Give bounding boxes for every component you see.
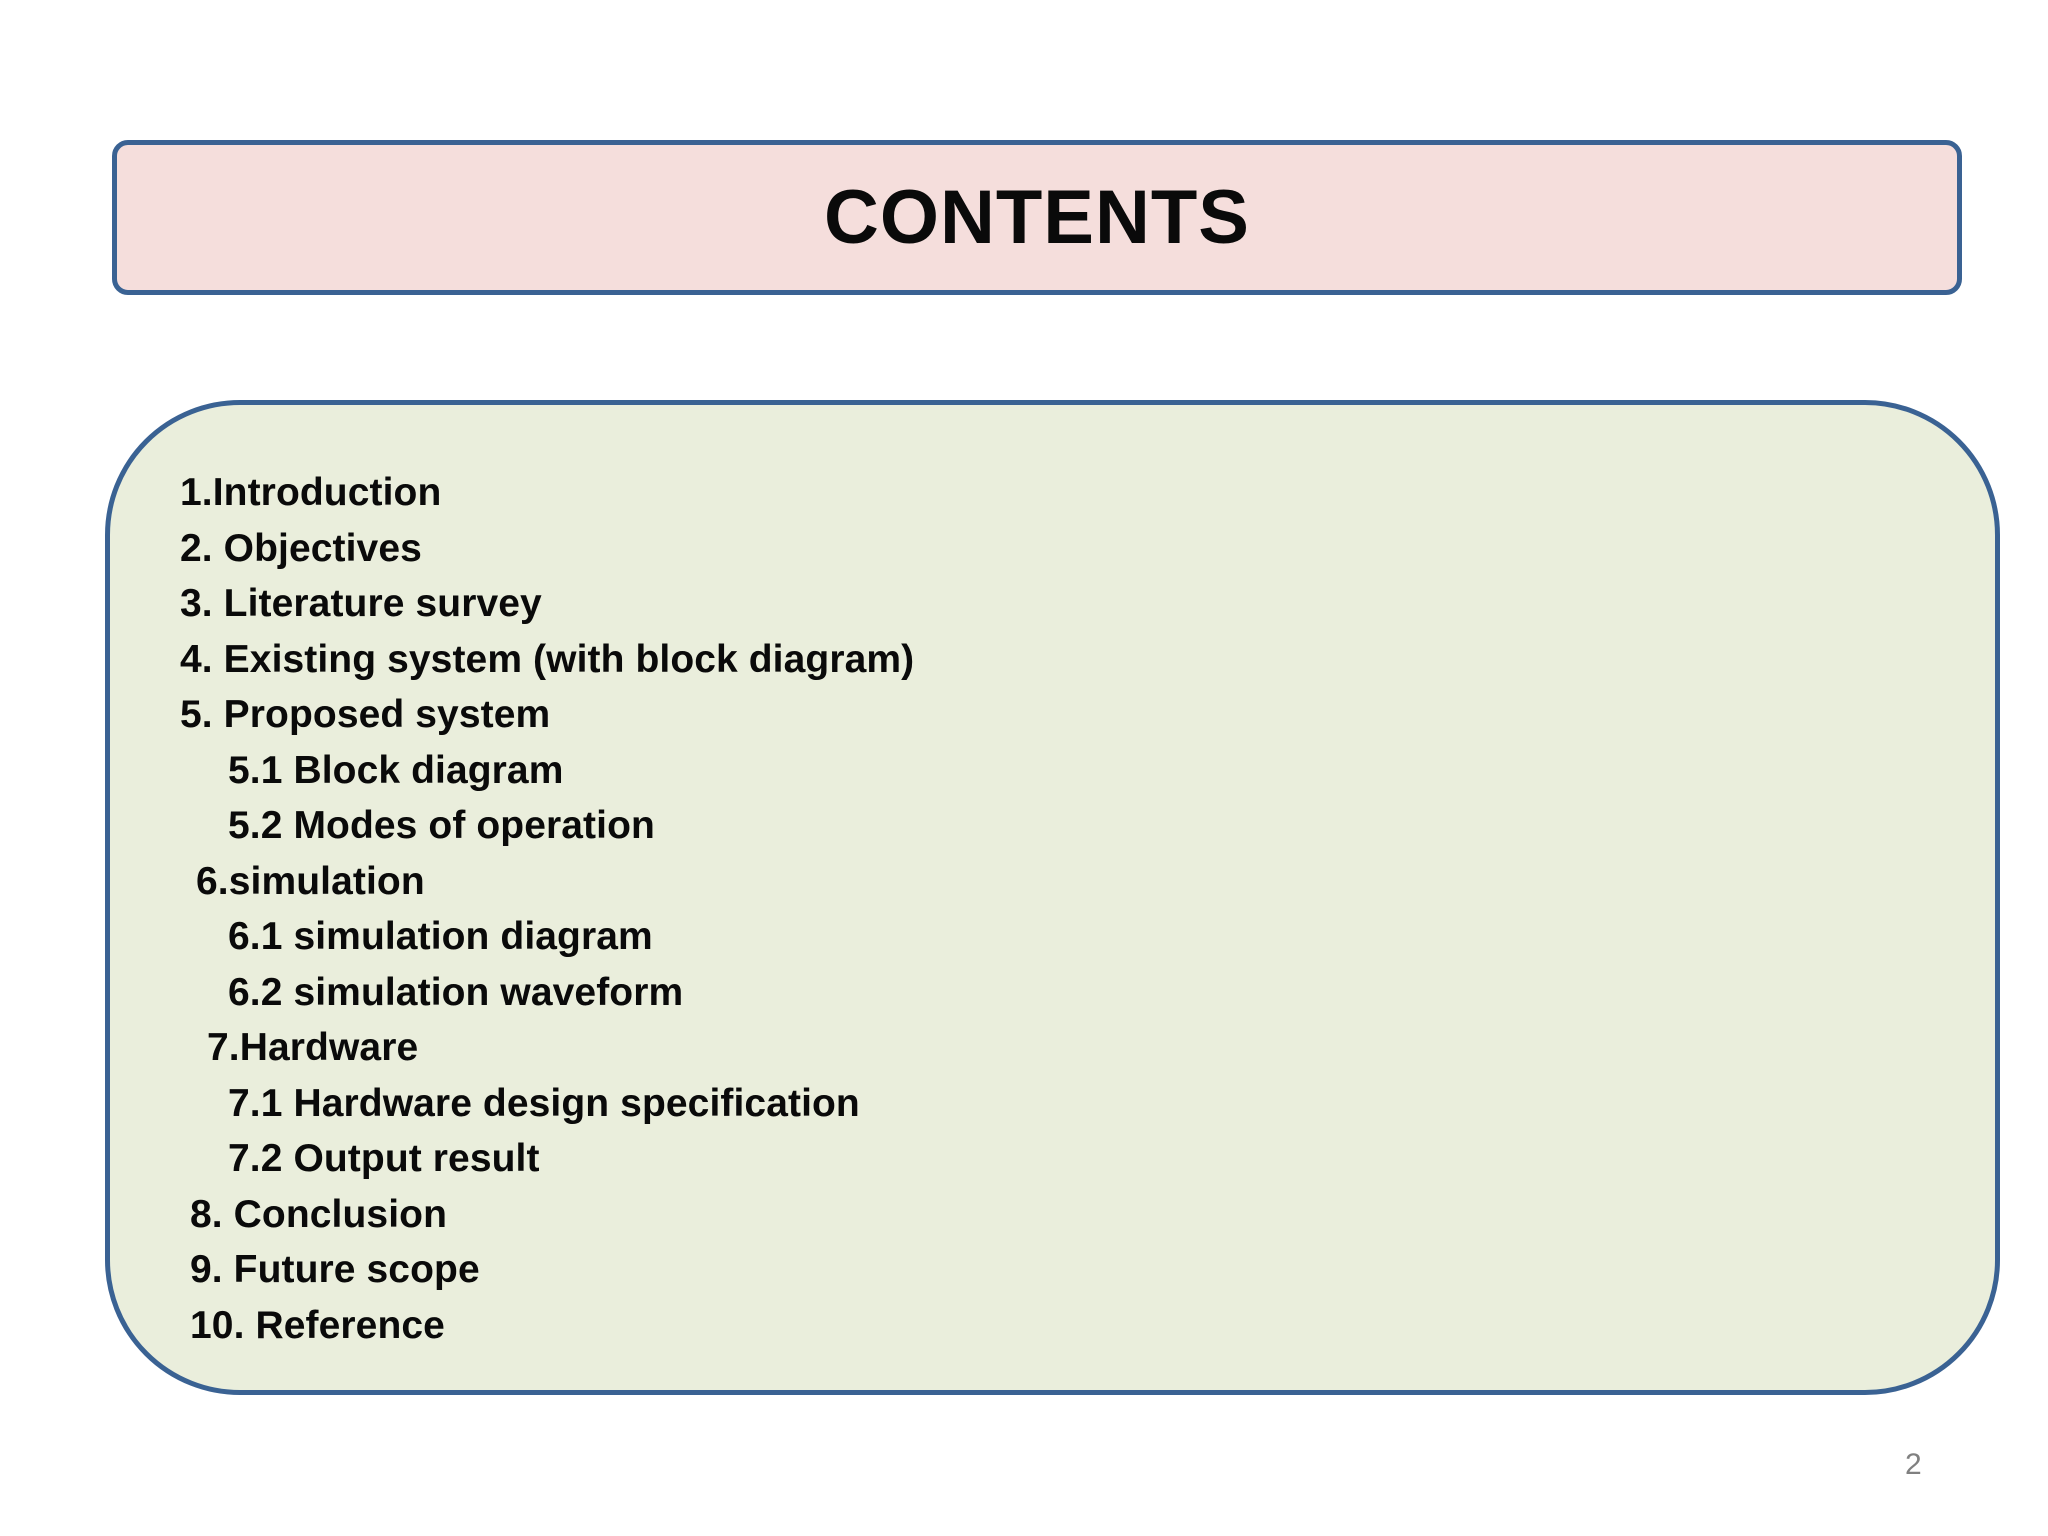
- toc-item: 5. Proposed system: [180, 693, 551, 736]
- toc-item: 6.simulation: [196, 859, 425, 903]
- slide-title-banner: CONTENTS: [112, 140, 1962, 295]
- toc-item: 1.Introduction: [180, 471, 442, 514]
- toc-item: 5.1 Block diagram: [228, 748, 564, 792]
- toc-item: 9. Future scope: [190, 1248, 480, 1291]
- toc-item: 2. Objectives: [180, 526, 422, 570]
- toc-item: 5.2 Modes of operation: [228, 804, 655, 847]
- toc-item: 3. Literature survey: [180, 582, 542, 625]
- page-title: CONTENTS: [824, 174, 1250, 260]
- toc-item: 7.Hardware: [207, 1026, 419, 1069]
- toc-item: 6.2 simulation waveform: [228, 970, 684, 1014]
- toc-item: 4. Existing system (with block diagram): [180, 637, 915, 681]
- toc-item: 10. Reference: [190, 1303, 445, 1347]
- toc-item: 7.2 Output result: [228, 1137, 540, 1180]
- slide-page-number: 2: [1905, 1448, 1922, 1481]
- table-of-contents-list: 1.Introduction 2. Objectives 3. Literature…: [110, 465, 1995, 1353]
- toc-item: 6.1 simulation diagram: [228, 915, 653, 958]
- contents-card: 1.Introduction 2. Objectives 3. Literature…: [105, 400, 2000, 1395]
- toc-item: 7.1 Hardware design specification: [228, 1081, 860, 1125]
- toc-item: 8. Conclusion: [190, 1192, 447, 1236]
